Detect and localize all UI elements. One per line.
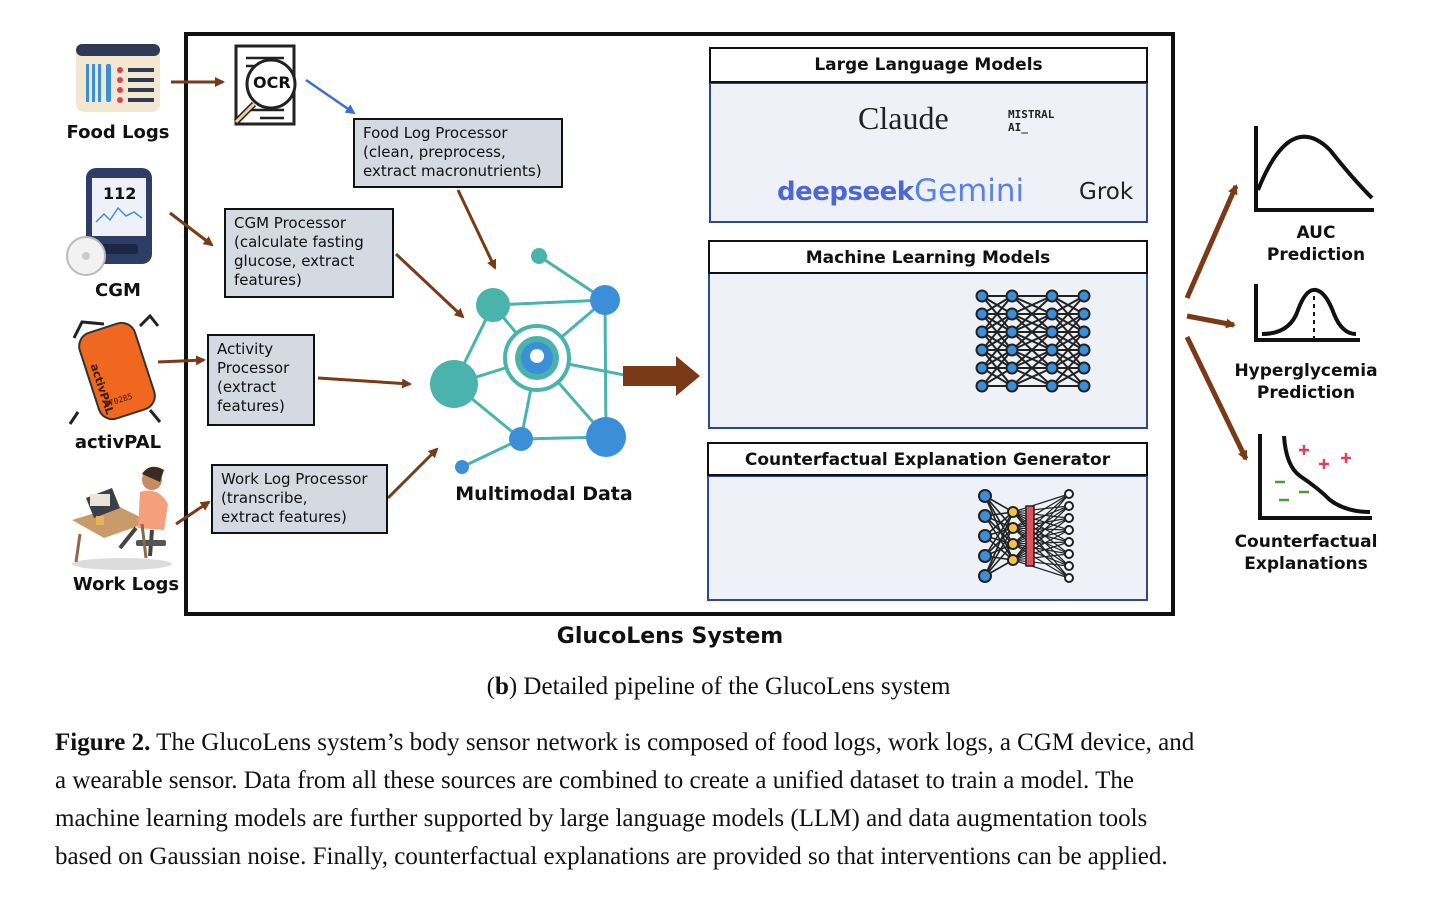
glucolens-system-label: GlucoLens System [556,624,784,649]
caption-line: The GlucoLens system’s body sensor netwo… [150,729,1195,756]
activity-processor-line: Activity [217,340,274,358]
arrow-activpal-to-processor [157,355,206,366]
auc-label-line: AUC [1296,223,1336,243]
hyperglycemia-prediction-label: Hyperglycemia Prediction [1230,360,1382,404]
cf-panel [707,475,1148,601]
cgm-device-icon [66,168,152,276]
auc-prediction-label: AUC Prediction [1246,222,1386,266]
food-processor-line: Food Log Processor [363,124,508,142]
arrow-to-hyperglycemia [1186,313,1236,329]
activpal-device-icon [68,313,162,425]
arrow-work-processor-to-data [386,447,439,500]
cgm-processor-line: features) [234,271,302,289]
arrow-activity-processor-to-data [317,376,412,389]
caption-line: a wearable sensor. Data from all these s… [55,767,1134,794]
figure-caption-label: Figure 2. [55,729,151,756]
work-logs-icon [72,466,172,570]
work-processor-line: extract features) [221,508,347,526]
bell-curve-icon [1254,284,1360,342]
ocr-document-icon [233,44,297,126]
glucolens-system-frame [184,32,1175,616]
counterfactual-plot-icon [1258,434,1372,520]
counterfactual-explanations-label: Counterfactual Explanations [1230,531,1382,575]
activpal-label: activPAL [74,432,162,453]
arrow-ocr-to-food-processor [305,78,356,115]
cgm-reading: 112 [103,184,137,203]
activity-processor-line: features) [217,397,285,415]
food-processor-line: (clean, preprocess, [363,143,506,161]
arrow-cgm-to-processor [169,211,214,247]
subcaption-letter: b [494,673,509,700]
cf-label-line: Explanations [1244,554,1368,574]
gemini-logo-text: Gemini [914,173,1025,209]
cgm-processor-line: (calculate fasting [234,233,364,251]
arrow-food-processor-to-data [456,189,497,270]
auc-curve-icon [1254,126,1374,212]
deepseek-logo-text: deepseek [777,177,914,207]
food-logs-label: Food Logs [66,122,170,143]
subcaption: (b) Detailed pipeline of the GlucoLens s… [0,668,1437,706]
cgm-processor-line: glucose, extract [234,252,355,270]
ml-section-title: Machine Learning Models [708,240,1148,274]
ml-panel [708,272,1148,429]
subcaption-open: ( [486,673,495,700]
ocr-label: OCR [253,73,291,92]
arrow-to-auc [1184,184,1239,300]
mistral-logo-text-2: AI_ [1008,121,1028,134]
work-logs-label: Work Logs [72,574,180,595]
activity-processor-line: Processor [217,359,290,377]
figure-caption: Figure 2. The GlucoLens system’s body se… [55,724,1385,876]
arrow-to-counterfactual [1184,335,1249,461]
food-processor-line: extract macronutrients) [363,162,542,180]
mistral-logo-text-1: MISTRAL [1008,108,1055,121]
activity-processor-line: (extract [217,378,277,396]
cf-section-title: Counterfactual Explanation Generator [707,442,1148,476]
caption-line: machine learning models are further supp… [55,805,1148,832]
multimodal-network-icon [430,248,651,474]
arrow-work-to-processor [175,500,211,526]
cgm-processor-line: CGM Processor [234,214,347,232]
llm-panel [709,82,1148,223]
arrow-data-to-models [623,356,700,396]
multimodal-data-label: Multimodal Data [455,483,633,505]
claude-logo-text: Claude [858,100,949,136]
work-processor-line: (transcribe, [221,489,308,507]
auc-label-line: Prediction [1266,245,1366,265]
llm-section-title: Large Language Models [709,47,1148,83]
activity-processor: Activity Processor (extract features) [207,334,315,426]
cgm-label: CGM [95,280,141,301]
cf-label-line: Counterfactual [1234,532,1378,552]
subcaption-text: ) Detailed pipeline of the GlucoLens sys… [508,673,951,700]
work-processor-line: Work Log Processor [221,470,368,488]
food-logs-icon [76,44,160,112]
hyper-label-line: Prediction [1256,383,1356,403]
cgm-processor: CGM Processor (calculate fasting glucose… [224,208,394,298]
grok-logo-text: Grok [1079,179,1134,205]
caption-line: based on Gaussian noise. Finally, counte… [55,843,1168,870]
food-log-processor: Food Log Processor (clean, preprocess, e… [353,118,563,188]
hyper-label-line: Hyperglycemia [1234,361,1378,381]
arrow-cgm-processor-to-data [394,252,465,319]
work-log-processor: Work Log Processor (transcribe, extract … [211,464,388,534]
